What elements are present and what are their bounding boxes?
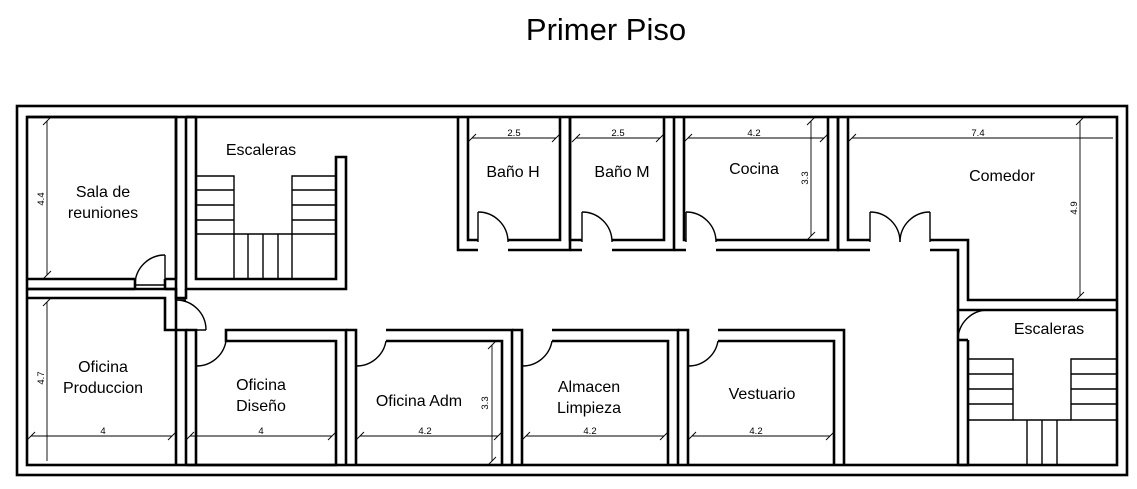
room-bano-m: 2.5 Baño M xyxy=(568,117,676,252)
dim-comedor-height: 4.9 xyxy=(1069,201,1080,214)
label-vestuario: Vestuario xyxy=(729,386,796,403)
plan-title: Primer Piso xyxy=(525,12,687,47)
outer-wall-outer xyxy=(15,104,1129,477)
corridor-stub xyxy=(174,289,188,300)
dim-bano-m-width: 2.5 xyxy=(611,128,624,139)
label-adm: Oficina Adm xyxy=(376,393,462,410)
room-oficina-adm: 4.2 3.3 Oficina Adm xyxy=(346,328,514,466)
label-produccion-line1: Oficina xyxy=(78,359,128,376)
room-escaleras-2: Escaleras xyxy=(956,309,1117,467)
label-produccion-line2: Produccion xyxy=(63,380,143,397)
dim-vestuario-width: 4.2 xyxy=(749,426,762,437)
dim-cocina-height: 3.3 xyxy=(800,171,811,184)
room-oficina-diseno: 4 Oficina Diseño xyxy=(185,328,348,467)
label-diseno-line2: Diseño xyxy=(236,398,286,415)
room-escaleras-1: Escaleras xyxy=(184,115,348,291)
label-diseno-line1: Oficina xyxy=(236,377,286,394)
dim-comedor-width: 7.4 xyxy=(971,128,984,139)
label-bano-m: Baño M xyxy=(594,164,649,181)
room-comedor: 7.4 4.9 Comedor xyxy=(836,116,1117,312)
room-sala-reuniones: 4.4 Sala de reuniones xyxy=(27,115,178,291)
dim-almacen-width: 4.2 xyxy=(583,426,596,437)
label-sala-line2: reuniones xyxy=(68,205,138,222)
label-bano-h: Baño H xyxy=(486,164,539,181)
room-oficina-produccion: 4.7 4 Oficina Produccion xyxy=(26,287,207,465)
dim-produccion-width: 4 xyxy=(100,426,105,437)
dim-produccion-height: 4.7 xyxy=(36,371,47,384)
label-escaleras-2: Escaleras xyxy=(1014,321,1084,338)
label-almacen-line1: Almacen xyxy=(558,379,620,396)
room-cocina: 4.2 3.3 Cocina xyxy=(674,116,840,252)
room-almacen-limpieza: 4.2 Almacen Limpieza xyxy=(512,328,680,465)
corridor-stub-2 xyxy=(176,328,188,465)
dim-cocina-width: 4.2 xyxy=(747,128,760,139)
room-bano-h: 2.5 Baño H xyxy=(456,117,572,252)
outer-wall-inner xyxy=(25,115,1119,467)
label-cocina: Cocina xyxy=(729,161,779,178)
label-comedor: Comedor xyxy=(969,168,1035,185)
dim-sala-height: 4.4 xyxy=(36,192,47,205)
label-sala-line1: Sala de xyxy=(76,184,130,201)
label-escaleras-1: Escaleras xyxy=(226,142,296,159)
room-vestuario: 4.2 Vestuario xyxy=(678,328,846,465)
dim-adm-height: 3.3 xyxy=(480,396,491,409)
dim-bano-h-width: 2.5 xyxy=(507,128,520,139)
dim-diseno-width: 4 xyxy=(258,426,263,437)
dim-adm-width: 4.2 xyxy=(418,426,431,437)
label-almacen-line2: Limpieza xyxy=(557,400,621,417)
